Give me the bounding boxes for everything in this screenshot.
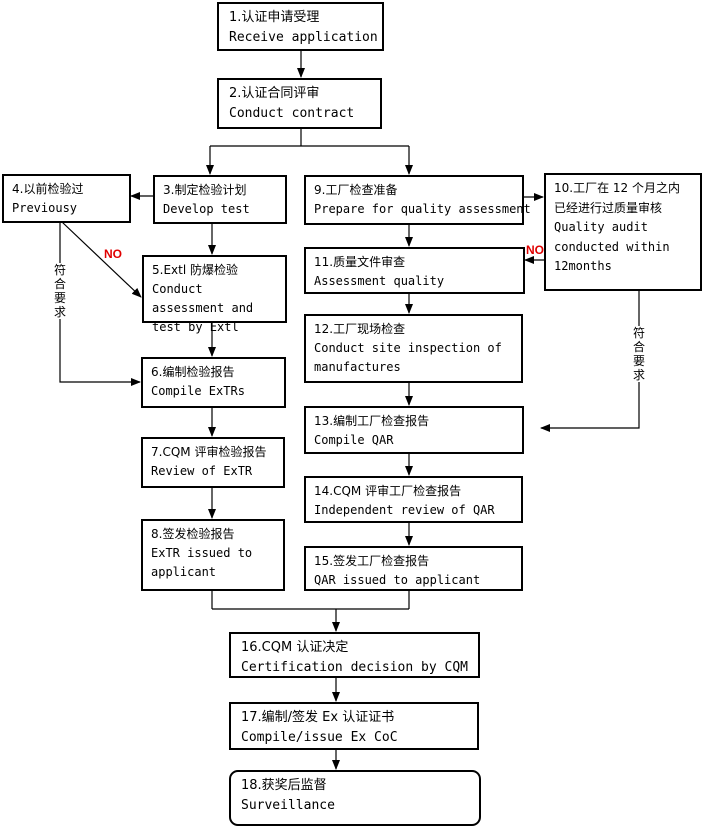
- step-14-zh: 14.CQM 评审工厂检查报告: [314, 484, 462, 498]
- step-15-qar-issued: 15.签发工厂检查报告 QAR issued to applicant: [304, 546, 523, 591]
- step-17-issue-ex-coc: 17.编制/签发 Ex 认证证书 Compile/issue Ex CoC: [229, 702, 479, 750]
- step-11-en: Assessment quality: [314, 274, 445, 288]
- no-label-right: NO: [526, 243, 544, 257]
- meets-requirements-label-right: 符合要求: [632, 326, 646, 382]
- step-7-review-extr: 7.CQM 评审检验报告 Review of ExTR: [141, 437, 285, 488]
- step-18-zh: 18.获奖后监督: [241, 778, 327, 793]
- step-16-zh: 16.CQM 认证决定: [241, 640, 349, 655]
- step-18-en: Surveillance: [241, 798, 335, 813]
- step-12-zh: 12.工厂现场检查: [314, 322, 406, 336]
- step-8-extr-issued: 8.签发检验报告 ExTR issued to applicant: [141, 519, 285, 591]
- step-14-en: Independent review of QAR: [314, 503, 495, 517]
- step-11-assessment-quality: 11.质量文件审查 Assessment quality: [304, 247, 525, 294]
- step-4-zh: 4.以前检验过: [12, 182, 84, 196]
- step-15-en: QAR issued to applicant: [314, 573, 481, 587]
- step-3-en: Develop test: [163, 202, 250, 216]
- meets-requirements-label-left: 符合要求: [53, 263, 67, 319]
- step-2-zh: 2.认证合同评审: [229, 86, 320, 101]
- step-6-zh: 6.编制检验报告: [151, 365, 235, 379]
- step-8-zh: 8.签发检验报告: [151, 527, 235, 541]
- step-7-zh: 7.CQM 评审检验报告: [151, 445, 267, 459]
- step-17-en: Compile/issue Ex CoC: [241, 730, 398, 745]
- step-16-en: Certification decision by CQM: [241, 660, 468, 675]
- arrow-4-5-no: [61, 221, 142, 298]
- step-4-en: Previousy: [12, 201, 78, 215]
- step-12-site-inspection: 12.工厂现场检查 Conduct site inspection of man…: [304, 314, 523, 383]
- arrow-10-13-yes: [540, 290, 640, 432]
- step-5-zh: 5.Extl 防爆检验: [152, 263, 238, 277]
- step-9-prepare-quality-assessment: 9.工厂检查准备 Prepare for quality assessment: [304, 175, 531, 225]
- step-4-previously-tested: 4.以前检验过 Previousy: [2, 174, 131, 223]
- step-9-en: Prepare for quality assessment: [314, 202, 531, 216]
- no-label-left: NO: [104, 247, 122, 261]
- step-17-zh: 17.编制/签发 Ex 认证证书: [241, 710, 395, 725]
- step-10-en: Quality audit conducted within 12months: [554, 220, 677, 273]
- step-1-receive-application: 1.认证申请受理 Receive application: [217, 2, 384, 51]
- step-13-compile-qar: 13.编制工厂检查报告 Compile QAR: [304, 406, 524, 454]
- step-1-zh: 1.认证申请受理: [229, 10, 320, 25]
- step-14-review-qar: 14.CQM 评审工厂检查报告 Independent review of QA…: [304, 476, 523, 523]
- step-12-en: Conduct site inspection of manufactures: [314, 341, 510, 374]
- step-8-en: ExTR issued to applicant: [151, 546, 260, 579]
- step-7-en: Review of ExTR: [151, 464, 253, 478]
- step-15-zh: 15.签发工厂检查报告: [314, 554, 430, 568]
- step-2-contract-review: 2.认证合同评审 Conduct contract: [217, 78, 382, 129]
- arrow-4-6-yes: [59, 222, 141, 386]
- step-18-surveillance: 18.获奖后监督 Surveillance: [229, 770, 481, 826]
- step-5-extl-test: 5.Extl 防爆检验 Conduct assessment and test …: [142, 255, 287, 334]
- step-3-develop-test: 3.制定检验计划 Develop test: [153, 175, 287, 224]
- step-16-certification-decision: 16.CQM 认证决定 Certification decision by CQ…: [229, 632, 480, 678]
- step-1-en: Receive application: [229, 30, 378, 45]
- step-10-quality-audit-12-months: 10.工厂在 12 个月之内已经进行过质量审核 Quality audit co…: [544, 173, 702, 291]
- step-11-zh: 11.质量文件审查: [314, 255, 406, 269]
- step-6-compile-extrs: 6.编制检验报告 Compile ExTRs: [141, 357, 286, 408]
- step-3-zh: 3.制定检验计划: [163, 183, 247, 197]
- step-9-zh: 9.工厂检查准备: [314, 183, 398, 197]
- step-10-zh: 10.工厂在 12 个月之内已经进行过质量审核: [554, 181, 680, 215]
- step-13-en: Compile QAR: [314, 433, 394, 447]
- step-5-en: Conduct assessment and test by Extl: [152, 282, 261, 334]
- step-6-en: Compile ExTRs: [151, 384, 245, 398]
- step-13-zh: 13.编制工厂检查报告: [314, 414, 430, 428]
- step-2-en: Conduct contract: [229, 106, 355, 121]
